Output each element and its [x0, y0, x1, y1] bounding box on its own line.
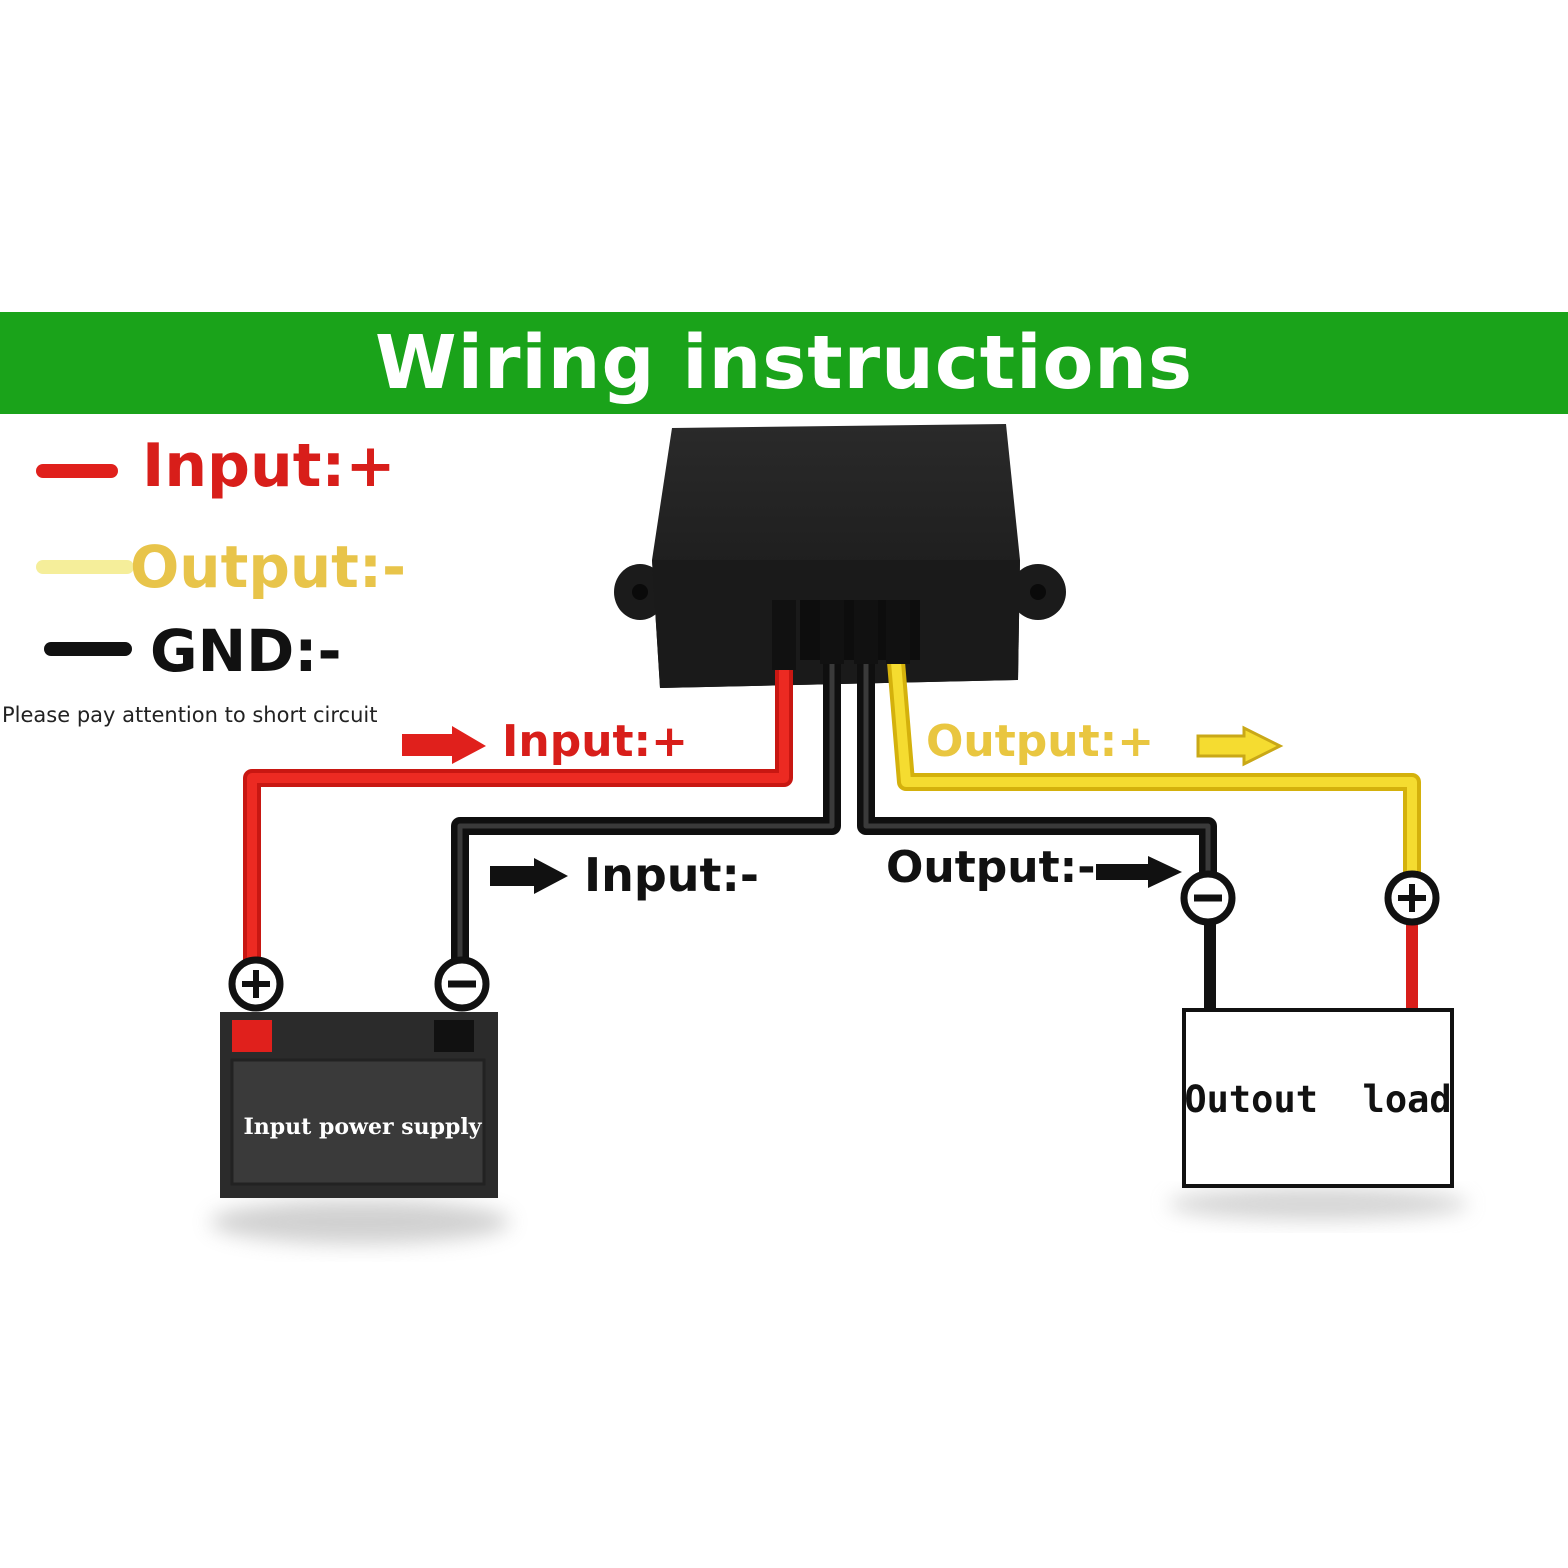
load-minus-terminal-icon [1180, 870, 1236, 926]
legend-red-line [36, 464, 118, 478]
legend-gnd: GND:- [150, 617, 342, 685]
short-circuit-note: Please pay attention to short circuit [2, 703, 378, 727]
output-load-box [1182, 1008, 1454, 1188]
label-output-minus: Output:- [886, 842, 1096, 893]
legend-black-line [44, 642, 132, 656]
battery-label: Input power supply [243, 1114, 482, 1140]
title-banner: Wiring instructions [0, 312, 1568, 414]
label-output-plus: Output:+ [926, 716, 1155, 767]
converter-module [614, 424, 1066, 688]
legend-yellow-line [36, 560, 134, 574]
battery [210, 1012, 510, 1244]
battery-minus-terminal-icon [434, 956, 490, 1012]
arrow-input-minus [490, 858, 568, 894]
arrow-red [402, 726, 486, 764]
output-load-label: Outout load [1184, 1078, 1452, 1121]
arrow-yellow [1196, 725, 1284, 767]
connector-pins [772, 600, 910, 670]
legend-input-plus: Input:+ [142, 431, 396, 501]
battery-plus-terminal-icon [228, 956, 284, 1012]
legend-output-minus: Output:- [130, 533, 407, 601]
label-input-plus: Input:+ [502, 716, 689, 767]
arrow-output-minus [1096, 856, 1182, 888]
page-title: Wiring instructions [374, 320, 1194, 406]
label-input-minus: Input:- [584, 848, 760, 902]
wire-input-plus [243, 659, 793, 969]
load-plus-terminal-icon [1384, 870, 1440, 926]
